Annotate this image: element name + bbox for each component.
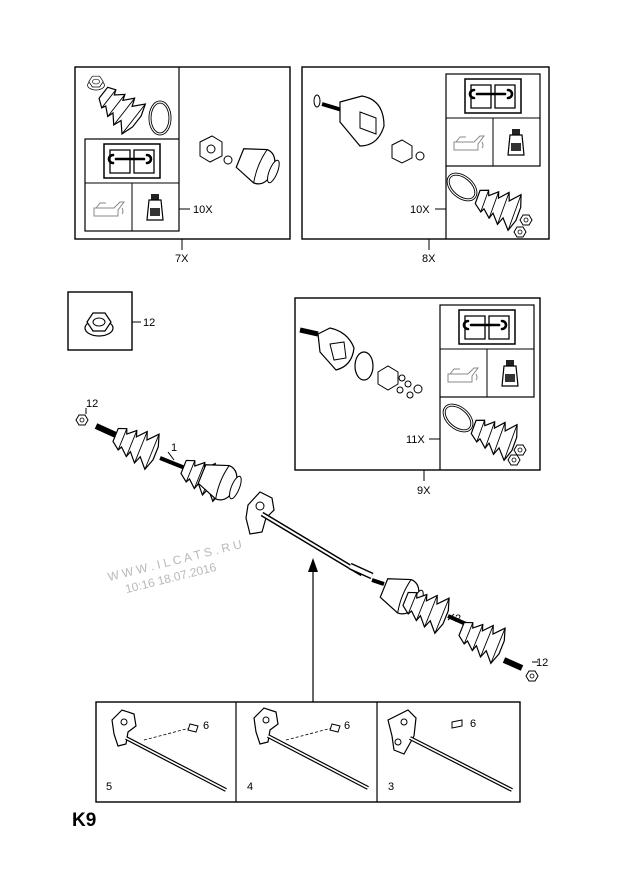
service-instructions-panel-9x: [439, 304, 535, 398]
intermediate-shaft: [245, 491, 374, 580]
callout-3: 3: [388, 781, 394, 793]
variant-5: 6 5: [106, 709, 227, 793]
hex-nut-icon: [525, 670, 539, 682]
callout-4: 4: [247, 781, 253, 793]
callout-6-v3: 6: [470, 718, 476, 730]
callout-9x: 9X: [417, 485, 431, 497]
callout-10x-right: 10X: [410, 204, 430, 216]
callout-5: 5: [106, 781, 112, 793]
nut-box: 12: [67, 291, 155, 351]
callout-10x-left: 10X: [193, 204, 213, 216]
variant-box: 6 5 6 4 6 3: [95, 701, 521, 803]
callout-12-box: 12: [143, 317, 155, 329]
callout-11x: 11X: [406, 434, 425, 446]
watermark: W W W . I L C A T S . R U 10:16 18.07.20…: [106, 537, 243, 596]
manual-icon: [102, 142, 162, 180]
manual-icon: [457, 308, 517, 346]
variant-4: 6 4: [247, 707, 369, 793]
callout-12-shaft2: 12: [536, 657, 548, 669]
drive-shaft-2: 2 12: [371, 570, 548, 682]
variant-3: 6 3: [387, 709, 513, 793]
callout-1: 1: [171, 442, 177, 454]
callout-8x: 8X: [422, 253, 436, 265]
service-instructions-panel: [84, 138, 180, 232]
callout-2: 2: [455, 613, 461, 625]
service-instructions-panel-8x: [445, 73, 541, 167]
outer-joint-parts: [299, 327, 423, 399]
inner-joint-housing: [313, 94, 425, 164]
kit-box-8x: 10X: [301, 66, 550, 240]
callout-12-shaft1: 12: [86, 398, 98, 410]
tripod-joint: [199, 135, 285, 191]
callout-6-v4: 6: [344, 720, 350, 732]
kit-box-9x: 11X: [294, 297, 541, 471]
callout-6-v5: 6: [203, 720, 209, 732]
hex-nut-icon: [75, 414, 89, 426]
drive-shaft-1: 12 1: [75, 398, 247, 507]
page-label: K9: [72, 810, 96, 831]
manual-icon: [463, 77, 523, 115]
callout-7x: 7X: [175, 253, 189, 265]
kit-box-7x: 10X: [74, 66, 291, 240]
pointer-arrow: [308, 558, 318, 702]
